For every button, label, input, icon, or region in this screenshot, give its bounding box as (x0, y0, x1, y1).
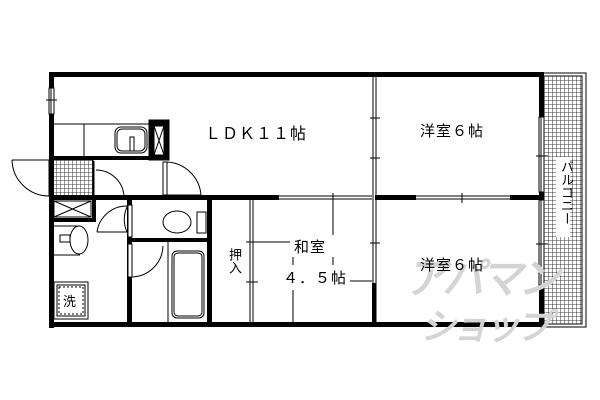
western-room-north-label: 洋室６帖 (420, 122, 485, 140)
washing-machine (53, 281, 89, 320)
shoe-cabinet (53, 200, 92, 218)
ldk-label: ＬＤＫ１１帖 (205, 124, 308, 143)
balcony (540, 72, 587, 328)
tatami-lines (254, 200, 376, 327)
balcony-label: バルコニー (558, 160, 573, 225)
toilet (162, 210, 207, 234)
ldk-window (46, 87, 57, 115)
western-room-south-label: 洋室６帖 (420, 256, 485, 274)
doors (11, 159, 202, 278)
wash-basin (54, 225, 89, 256)
entrance-floor-tiles (52, 159, 94, 197)
interior-walls (49, 77, 544, 327)
sliding-partitions (246, 77, 510, 327)
closet-label: 押入 (226, 248, 241, 274)
washer-label: 洗 (63, 295, 78, 310)
kitchen-counter (54, 119, 170, 161)
bathtub (167, 242, 205, 322)
japanese-room-label: 和室 (294, 238, 327, 256)
japanese-room-size-label: ４．５帖 (283, 269, 348, 287)
